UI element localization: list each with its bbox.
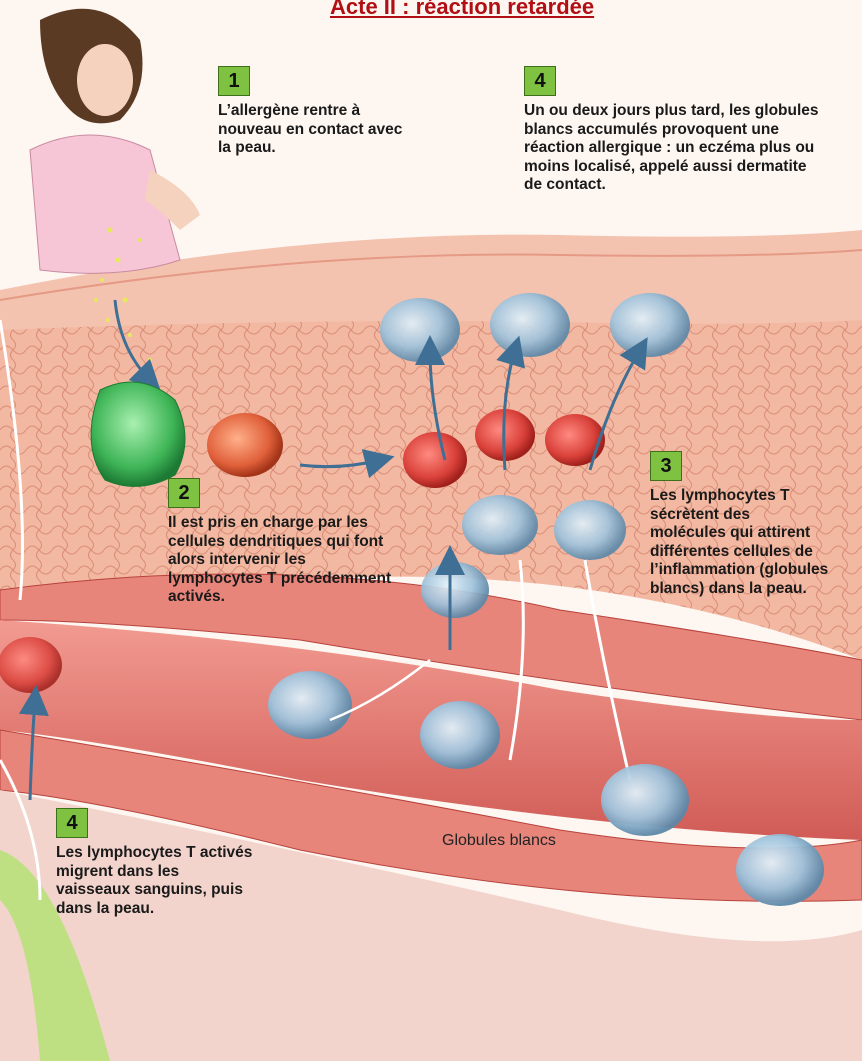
step-description: Les lymphocytes T sécrètent des molécule… <box>650 487 830 598</box>
step-number-badge: 4 <box>56 808 88 838</box>
step-4-migration: 4 Les lymphocytes T activés migrent dans… <box>56 808 256 918</box>
step-number-badge: 2 <box>168 478 200 508</box>
white-cells-label: Globules blancs <box>442 832 556 850</box>
step-description: Un ou deux jours plus tard, les globules… <box>524 102 824 195</box>
step-3: 3 Les lymphocytes T sécrètent des molécu… <box>650 451 830 598</box>
page-title: Acte II : réaction retardée <box>330 0 730 20</box>
step-1: 1 L’allergène rentre à nouveau en contac… <box>218 66 418 158</box>
step-description: Les lymphocytes T activés migrent dans l… <box>56 844 256 918</box>
step-4-reaction: 4 Un ou deux jours plus tard, les globul… <box>524 66 824 195</box>
step-number-badge: 4 <box>524 66 556 96</box>
step-number-badge: 1 <box>218 66 250 96</box>
step-description: L’allergène rentre à nouveau en contact … <box>218 102 418 158</box>
step-2: 2 Il est pris en charge par les cellules… <box>168 478 400 607</box>
step-description: Il est pris en charge par les cellules d… <box>168 514 400 607</box>
step-number-badge: 3 <box>650 451 682 481</box>
